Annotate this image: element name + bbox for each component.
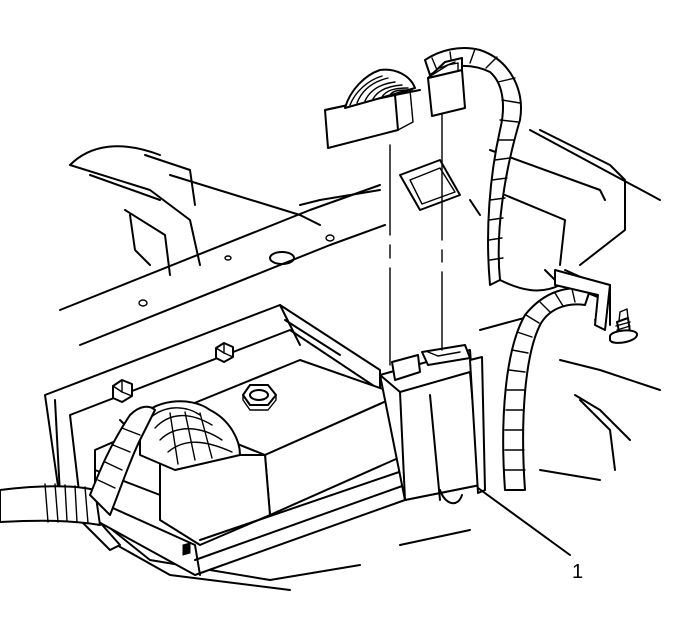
alignment-lines [389,114,443,366]
mounting-nut-upper [215,342,234,363]
mounting-nut-left [112,379,133,403]
instrument-panel-structure [59,129,661,591]
harness-connector-left [324,68,421,149]
module-bolt [242,384,277,411]
callout-1: 1 [477,487,583,583]
callout-1-label: 1 [572,561,583,583]
module-receptacle-block [379,344,486,505]
harness-connector-right [427,57,466,117]
module-wiring-connector [139,400,241,471]
screw [609,308,638,344]
left-wiring-harness [0,405,156,526]
harness-retainer-bracket [554,269,611,331]
